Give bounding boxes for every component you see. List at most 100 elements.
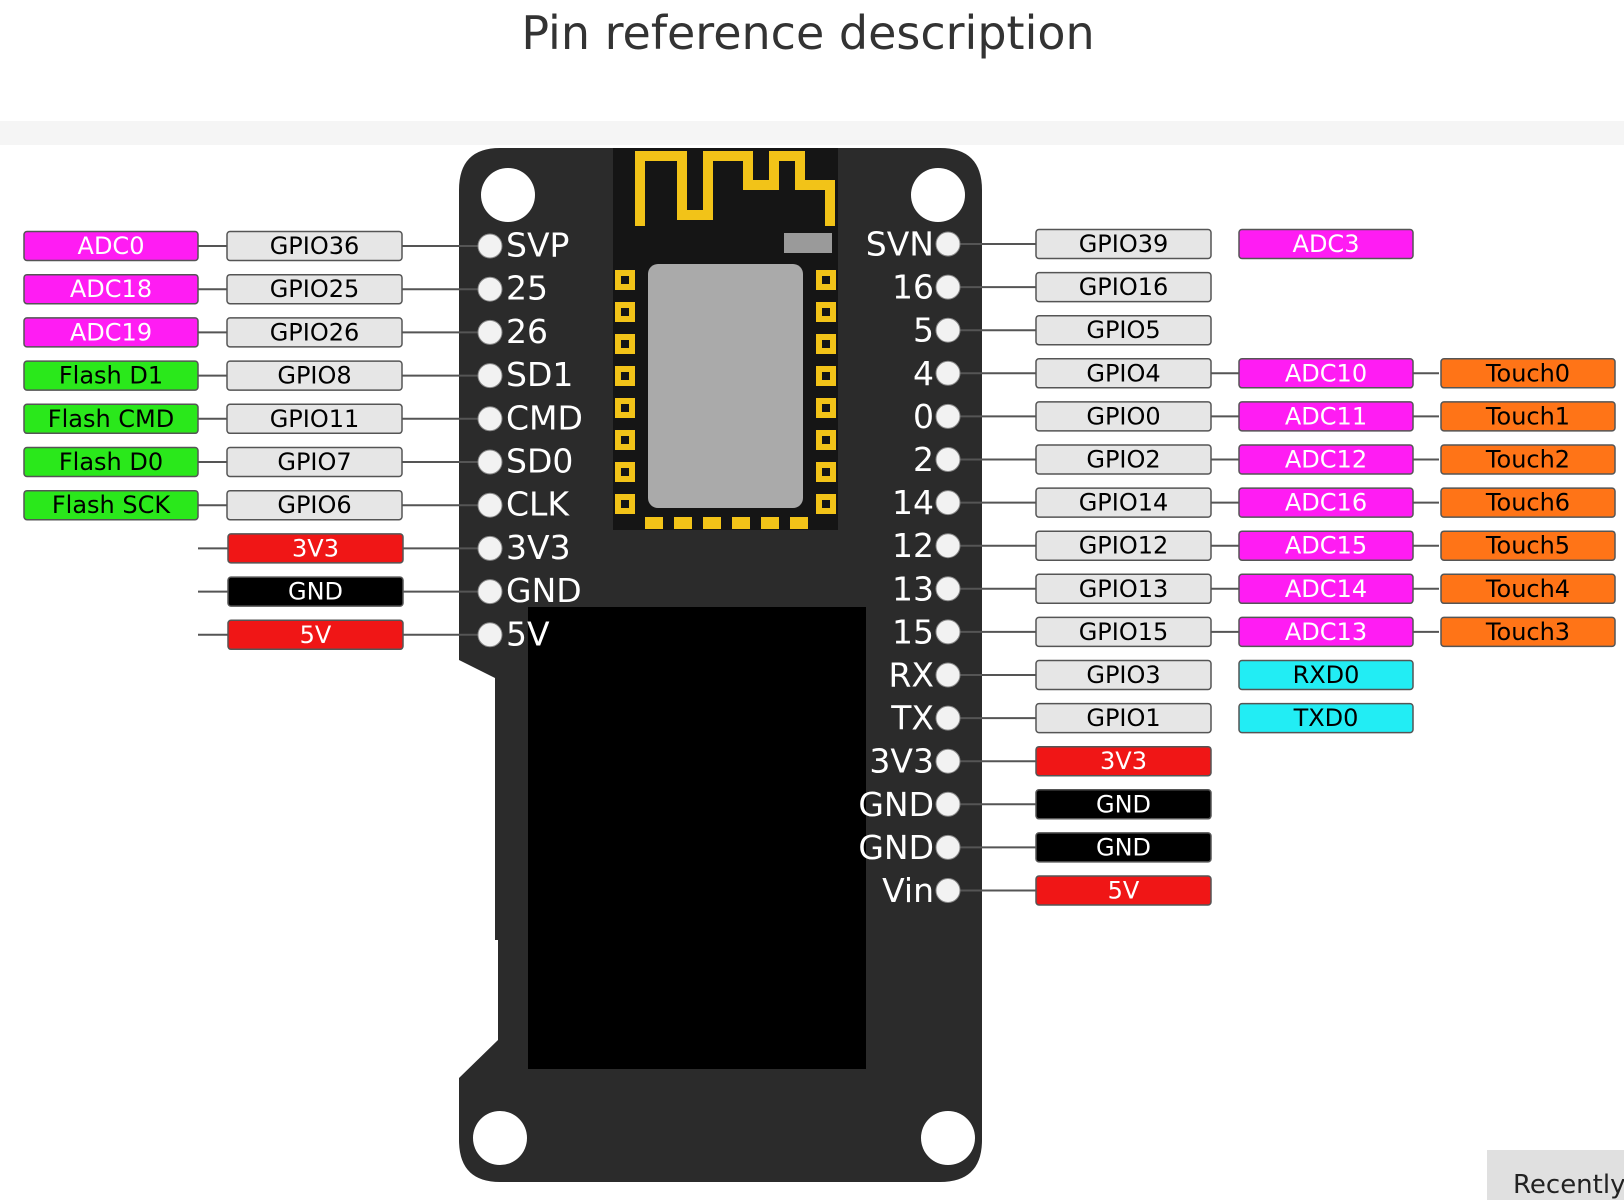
pin-pad	[935, 447, 961, 472]
gpio-tag	[1035, 616, 1212, 648]
pin-pad	[477, 276, 503, 302]
pin-pad	[935, 317, 961, 343]
pin-pad	[935, 274, 961, 300]
power-tag	[1035, 832, 1212, 863]
pin-pad	[935, 619, 961, 645]
pin-pad	[935, 231, 961, 257]
module-pad-hole	[822, 468, 830, 476]
pin-label: 4	[913, 354, 934, 393]
gpio-tag	[1035, 358, 1212, 389]
pin-pad	[477, 579, 503, 605]
pcb-antenna	[635, 151, 835, 226]
pin-label: 15	[892, 612, 934, 651]
pin-pad	[935, 748, 961, 774]
gpio-tag-label: GPIO2	[1086, 446, 1160, 474]
gpio-tag-label: GPIO0	[1086, 402, 1160, 430]
touch-tag	[1440, 444, 1616, 475]
module-pad-hole	[621, 372, 629, 380]
module-pad	[703, 517, 721, 529]
pin-label: GND	[858, 828, 934, 867]
module-pad-hole	[621, 436, 629, 444]
uart-tag-label: RXD0	[1293, 661, 1360, 689]
adc-tag-label: ADC0	[78, 232, 145, 260]
adc-tag	[1238, 228, 1414, 260]
touch-tag	[1440, 573, 1616, 605]
touch-tag	[1440, 530, 1616, 561]
adc-tag	[1238, 358, 1414, 389]
module-pad-hole	[822, 372, 830, 380]
gpio-tag	[1035, 228, 1212, 260]
adc-tag-label: ADC3	[1293, 230, 1360, 258]
pin-label: TX	[890, 699, 934, 738]
module-pad-hole	[621, 404, 629, 412]
pin-label: 3V3	[506, 528, 571, 567]
pin-pad	[935, 490, 961, 516]
pin-label: SVP	[506, 226, 569, 265]
adc-tag-label: ADC16	[1285, 489, 1367, 517]
gpio-tag-label: GPIO36	[270, 232, 360, 260]
power-tag-label: 3V3	[292, 534, 339, 562]
module-pad	[645, 517, 663, 529]
power-tag	[1035, 745, 1212, 777]
adc-tag	[1238, 530, 1414, 561]
gpio-tag-label: GPIO5	[1086, 316, 1160, 344]
pin-label: Vin	[882, 871, 934, 910]
pin-pad	[935, 791, 961, 817]
gpio-tag-label: GPIO12	[1079, 532, 1169, 560]
pin-label: 26	[506, 312, 548, 351]
pin-label: 13	[892, 569, 934, 608]
pin-label: CLK	[506, 485, 570, 524]
module-pad-hole	[621, 340, 629, 348]
module-pad-hole	[822, 308, 830, 316]
gpio-tag	[1035, 530, 1212, 561]
pin-pad	[477, 622, 503, 648]
pin-label: 12	[892, 526, 934, 565]
module-pad-hole	[621, 276, 629, 284]
gpio-tag-label: GPIO11	[270, 405, 360, 433]
gpio-tag	[226, 230, 403, 262]
touch-tag	[1440, 358, 1616, 389]
flash-tag-label: Flash SCK	[52, 491, 172, 519]
uart-tag	[1238, 702, 1414, 734]
touch-tag-label: Touch6	[1485, 489, 1570, 517]
touch-tag-label: Touch3	[1485, 618, 1570, 646]
left-row-svp: SVP GPIO36 ADC0	[23, 226, 569, 265]
flash-tag-label: Flash D0	[59, 448, 163, 476]
module-pad-hole	[621, 500, 629, 508]
touch-tag	[1440, 401, 1616, 432]
adc-tag	[1238, 444, 1414, 475]
pin-pad	[935, 403, 961, 429]
pin-pad	[935, 878, 961, 903]
power-tag-label: 3V3	[1100, 747, 1147, 775]
touch-tag	[1440, 487, 1616, 518]
pin-label: CMD	[506, 398, 583, 437]
recently-tab[interactable]: Recently	[1487, 1150, 1624, 1200]
gpio-tag	[1035, 702, 1212, 734]
gpio-tag	[226, 360, 403, 391]
adc-tag	[1238, 573, 1414, 605]
pin-label: RX	[888, 656, 934, 695]
mounting-hole	[911, 168, 965, 222]
module-pad-hole	[822, 276, 830, 284]
gpio-tag-label: GPIO39	[1079, 230, 1169, 258]
gpio-tag-label: GPIO25	[270, 275, 360, 303]
gpio-tag	[1035, 659, 1212, 691]
pin-pad	[477, 535, 503, 561]
uart-tag-label: TXD0	[1293, 704, 1359, 732]
power-tag-label: GND	[1096, 790, 1151, 818]
power-tag-label: 5V	[1108, 877, 1140, 905]
gpio-tag-label: GPIO3	[1086, 661, 1160, 689]
pin-label: GND	[506, 571, 582, 610]
gpio-tag	[226, 489, 403, 521]
module-pad-hole	[822, 436, 830, 444]
pin-pad	[477, 449, 503, 475]
pin-label: 16	[892, 268, 934, 307]
module-pad	[674, 517, 692, 529]
mounting-hole	[481, 168, 535, 222]
